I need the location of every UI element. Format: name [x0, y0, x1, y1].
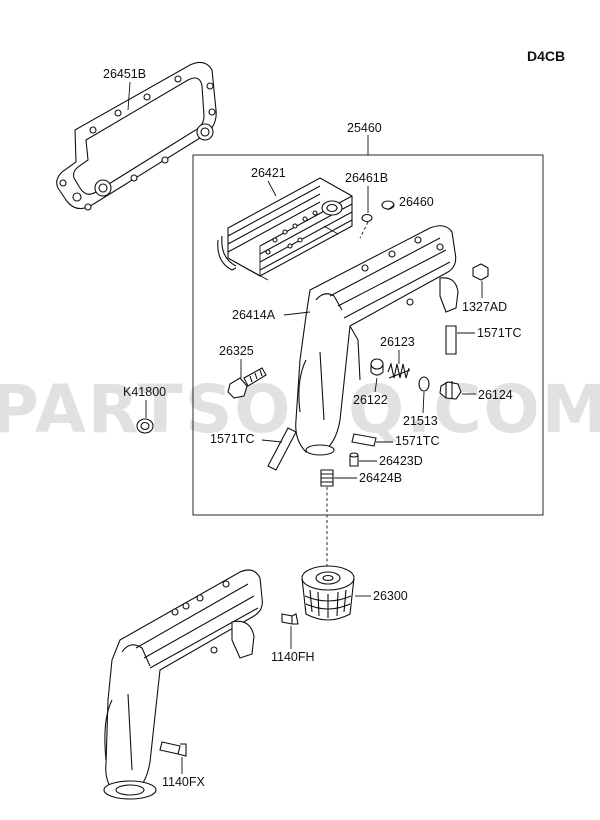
sensor-26325[interactable] [227, 367, 267, 399]
oring-21513[interactable] [418, 376, 430, 392]
oring-26460[interactable] [381, 200, 395, 210]
leader-26414A [283, 311, 311, 316]
label-26124: 26124 [478, 388, 513, 402]
bolt-1140FX[interactable] [159, 741, 187, 757]
label-1140FX: 1140FX [162, 775, 206, 789]
label-1571TC-a: 1571TC [477, 326, 521, 340]
valve-26122[interactable] [370, 358, 384, 376]
leader-26451B [127, 81, 131, 111]
label-26325: 26325 [219, 344, 254, 358]
leader-26122 [374, 377, 378, 393]
spring-26123[interactable] [387, 362, 411, 379]
leader-1571TC-b [261, 439, 283, 443]
label-25460: 25460 [347, 121, 382, 135]
gasket-26451B[interactable] [56, 61, 217, 211]
label-1140FH: 1140FH [271, 650, 315, 664]
label-26421: 26421 [251, 166, 286, 180]
bolt-1140FH[interactable] [281, 613, 299, 625]
label-26123: 26123 [380, 335, 415, 349]
label-21513: 21513 [403, 414, 438, 428]
dash-oring [359, 221, 369, 239]
label-26122: 26122 [353, 393, 388, 407]
label-1327AD: 1327AD [462, 300, 507, 314]
pin-1571TC-a[interactable] [445, 325, 457, 355]
label-26461B: 26461B [345, 171, 388, 185]
plug-26124[interactable] [439, 381, 462, 400]
label-K41800: K41800 [123, 385, 166, 399]
pin-1571TC-b[interactable] [267, 427, 297, 471]
leader-21513 [422, 391, 425, 414]
oil-filter-26300[interactable] [301, 565, 355, 621]
diagram-code: D4CB [527, 48, 565, 64]
filter-housing-26414A[interactable] [295, 225, 459, 456]
label-1571TC-b: 1571TC [210, 432, 254, 446]
oring-26461B[interactable] [361, 213, 373, 223]
leader-26460 [387, 204, 395, 211]
fitting-26423D[interactable] [349, 452, 359, 467]
nipple-26424B[interactable] [320, 469, 334, 487]
label-1571TC-c: 1571TC [395, 434, 439, 448]
oil-cooler-26421[interactable] [217, 177, 353, 281]
lower-housing-assembly[interactable] [103, 569, 263, 800]
label-26451B: 26451B [103, 67, 146, 81]
label-26424B: 26424B [359, 471, 402, 485]
label-26460: 26460 [399, 195, 434, 209]
label-26414A: 26414A [232, 308, 276, 322]
nut-1327AD[interactable] [472, 263, 489, 281]
pin-1571TC-c[interactable] [351, 433, 377, 447]
leader-26421 [267, 180, 277, 197]
label-26423D: 26423D [379, 454, 423, 468]
label-26300: 26300 [373, 589, 408, 603]
